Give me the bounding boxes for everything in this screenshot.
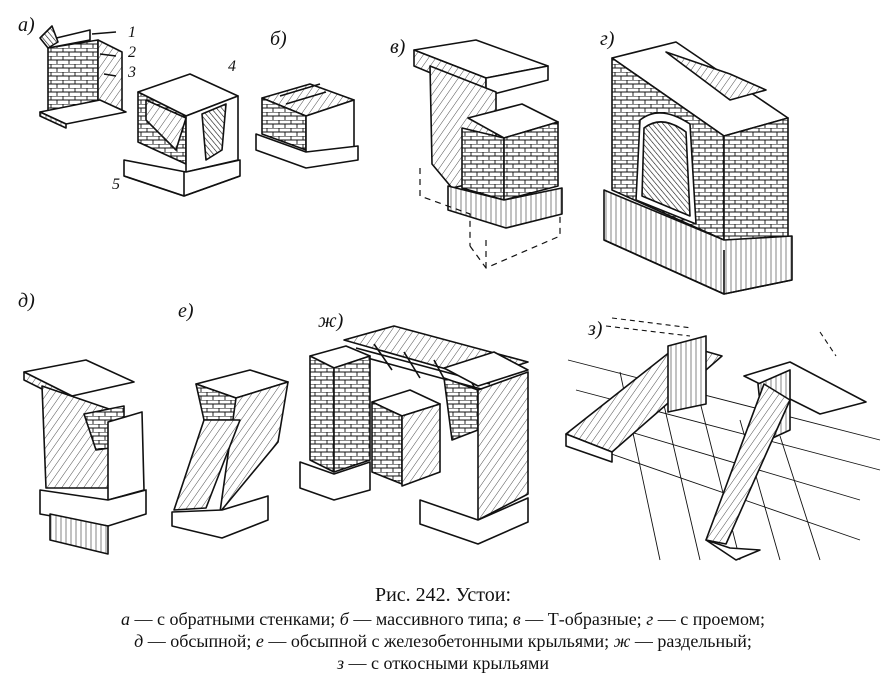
caption-key: г bbox=[646, 609, 654, 629]
label-e: е) bbox=[178, 300, 194, 322]
label-g: г) bbox=[600, 28, 615, 50]
callout-5: 5 bbox=[112, 176, 120, 193]
abutment-d bbox=[23, 359, 147, 555]
caption-key: ж bbox=[613, 631, 631, 651]
caption-text: — Т-образные; bbox=[520, 609, 647, 629]
label-z: з) bbox=[588, 318, 603, 340]
caption-text: — обсыпной с железобетонными крыльями; bbox=[263, 631, 614, 651]
label-d: д) bbox=[18, 290, 35, 312]
abutment-a-detail bbox=[123, 73, 241, 197]
caption-line-1: а — с обратными стенками; б — массивного… bbox=[0, 608, 886, 630]
caption-text: — обсыпной; bbox=[143, 631, 256, 651]
abutment-z bbox=[565, 317, 881, 561]
abutment-v bbox=[413, 39, 563, 269]
callout-3: 3 bbox=[128, 64, 136, 81]
callout-2: 2 bbox=[128, 44, 136, 61]
caption-title: Рис. 242. Устои: bbox=[374, 584, 512, 606]
abutment-g bbox=[603, 41, 793, 295]
caption-key: е bbox=[255, 631, 264, 651]
label-v: в) bbox=[390, 36, 406, 58]
caption-text: — массивного типа; bbox=[348, 609, 513, 629]
abutment-e bbox=[171, 369, 289, 539]
caption-key: б bbox=[339, 609, 349, 629]
caption-text: — с откосными крыльями bbox=[344, 653, 549, 673]
figure-caption: Рис. 242. Устои: а — с обратными стенкам… bbox=[0, 582, 886, 674]
label-a: а) bbox=[18, 14, 35, 36]
caption-key: з bbox=[336, 653, 345, 673]
abutment-illustrations bbox=[23, 25, 881, 561]
caption-text: — с обратными стенками; bbox=[130, 609, 340, 629]
abutment-b bbox=[255, 83, 359, 169]
abutment-zh bbox=[299, 325, 529, 545]
callout-1: 1 bbox=[128, 24, 136, 41]
callout-4: 4 bbox=[228, 58, 236, 75]
caption-text: — раздельный; bbox=[630, 631, 752, 651]
caption-line-3: з — с откосными крыльями bbox=[0, 652, 886, 674]
abutment-a bbox=[39, 25, 127, 129]
label-zh: ж) bbox=[318, 310, 344, 332]
caption-key: в bbox=[512, 609, 521, 629]
caption-key: а bbox=[121, 609, 130, 629]
label-b: б) bbox=[270, 28, 287, 50]
caption-text: — с проемом; bbox=[653, 609, 765, 629]
caption-key: д bbox=[134, 631, 144, 651]
caption-line-2: д — обсыпной; е — обсыпной с железобетон… bbox=[0, 630, 886, 652]
